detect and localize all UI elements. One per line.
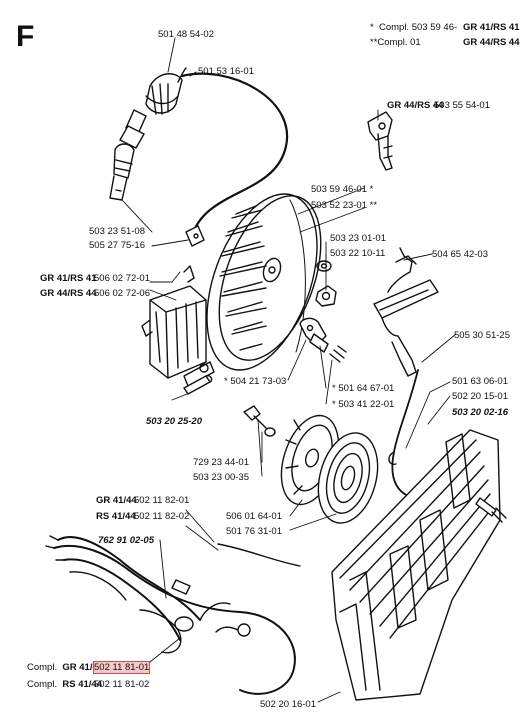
flywheel-nut-drawing [315, 285, 337, 307]
flywheel-drawing [206, 193, 322, 371]
model-label-rs41-44: RS 41/44 [96, 511, 136, 522]
pawl-drawing [299, 317, 329, 353]
spark-plug-drawing [109, 109, 147, 201]
legend-compl-1-model: GR 41/RS 41 [463, 22, 520, 33]
compl-label-gr41-44: Compl. GR 41/44 [27, 662, 104, 673]
part-label-501-76-31-01: 501 76 31-01 [226, 526, 282, 537]
part-label-504-21-73-03: * 504 21 73-03 [224, 376, 287, 387]
part-label-502-11-81-01: 502 11 81-01 [92, 661, 151, 674]
rewind-spring-drawing [317, 432, 379, 524]
part-label-762-91-02-05: 762 91 02-05 [98, 535, 154, 546]
module-screw-drawing [183, 374, 213, 395]
part-label-502-11-82-02: 502 11 82-02 [134, 511, 190, 522]
leader-lines [121, 37, 457, 703]
ignition-module-drawing [141, 265, 215, 387]
part-label-504-65-42-03: 504 65 42-03 [432, 249, 488, 260]
part-label-502-20-16-01: 502 20 16-01 [260, 699, 316, 710]
part-label-503-23-01-01: 503 23 01-01 [330, 233, 386, 244]
spark-plug-cap-drawing [145, 67, 187, 115]
part-label-501-48-54-02: 501 48 54-02 [158, 29, 214, 40]
legend-compl-1-code: * Compl. 503 59 46- [370, 22, 458, 33]
part-label-503-55-54-01: 503 55 54-01 [434, 100, 490, 111]
part-label-503-23-51-08: 503 23 51-08 [89, 226, 145, 237]
part-label-503-20-02-16: 503 20 02-16 [452, 407, 508, 418]
part-label-502-20-15-01: 502 20 15-01 [452, 391, 508, 402]
part-label-506-01-64-01: 506 01 64-01 [226, 511, 282, 522]
part-label-729-23-44-01: 729 23 44-01 [193, 457, 249, 468]
starter-rope-drawing [388, 369, 419, 497]
washer-drawing [316, 260, 332, 272]
ht-lead-drawing [180, 72, 289, 238]
part-label-502-11-81-02: 502 11 81-02 [94, 679, 150, 690]
wiring-harness-drawing [45, 535, 301, 695]
part-label-502-11-82-01: 502 11 82-01 [134, 495, 190, 506]
part-label-503-41-22-01: * 503 41 22-01 [332, 399, 395, 410]
model-label-gr44-rs44: GR 44/RS 44 [40, 288, 97, 299]
part-label-506-02-72-01: 506 02 72-01 [94, 273, 150, 284]
section-letter: F [16, 20, 35, 53]
part-label-503-52-23-01: 503 52 23-01 ** [311, 200, 378, 211]
housing-screw-drawing [475, 497, 507, 523]
compl-label-rs41-44: Compl. RS 41/44 [27, 679, 102, 690]
model-label-gr41-44: GR 41/44 [96, 495, 137, 506]
bracket-drawing [367, 111, 393, 171]
part-label-505-30-51-25: 505 30 51-25 [454, 330, 510, 341]
legend-compl-2-model: GR 44/RS 44 [463, 37, 520, 48]
part-label-505-27-75-16: 505 27 75-16 [89, 240, 145, 251]
spring-drawing [329, 345, 347, 363]
model-label-gr41-rs41: GR 41/RS 41 [40, 273, 97, 284]
part-label-501-63-06-01: 501 63 06-01 [452, 376, 508, 387]
model-label-gr44-rs44-top: GR 44/RS 44 [387, 100, 444, 111]
throttle-handle-drawing [373, 247, 439, 377]
part-label-506-02-72-06: 506 02 72-06 [94, 288, 150, 299]
part-label-501-53-16-01: 501 53 16-01 [198, 66, 254, 77]
lead-terminal-drawing [185, 225, 205, 247]
part-label-501-64-67-01: * 501 64 67-01 [332, 383, 395, 394]
part-label-503-22-10-11: 503 22 10-11 [330, 248, 386, 259]
part-label-503-23-00-35: 503 23 00-35 [193, 472, 249, 483]
starter-housing-drawing [331, 429, 501, 701]
centre-screw-drawing [243, 405, 276, 437]
legend-compl-2-code: **Compl. 01 [370, 37, 421, 48]
part-label-503-59-46-01: 503 59 46-01 * [311, 184, 374, 195]
part-label-503-20-25-20: 503 20 25-20 [146, 416, 202, 427]
